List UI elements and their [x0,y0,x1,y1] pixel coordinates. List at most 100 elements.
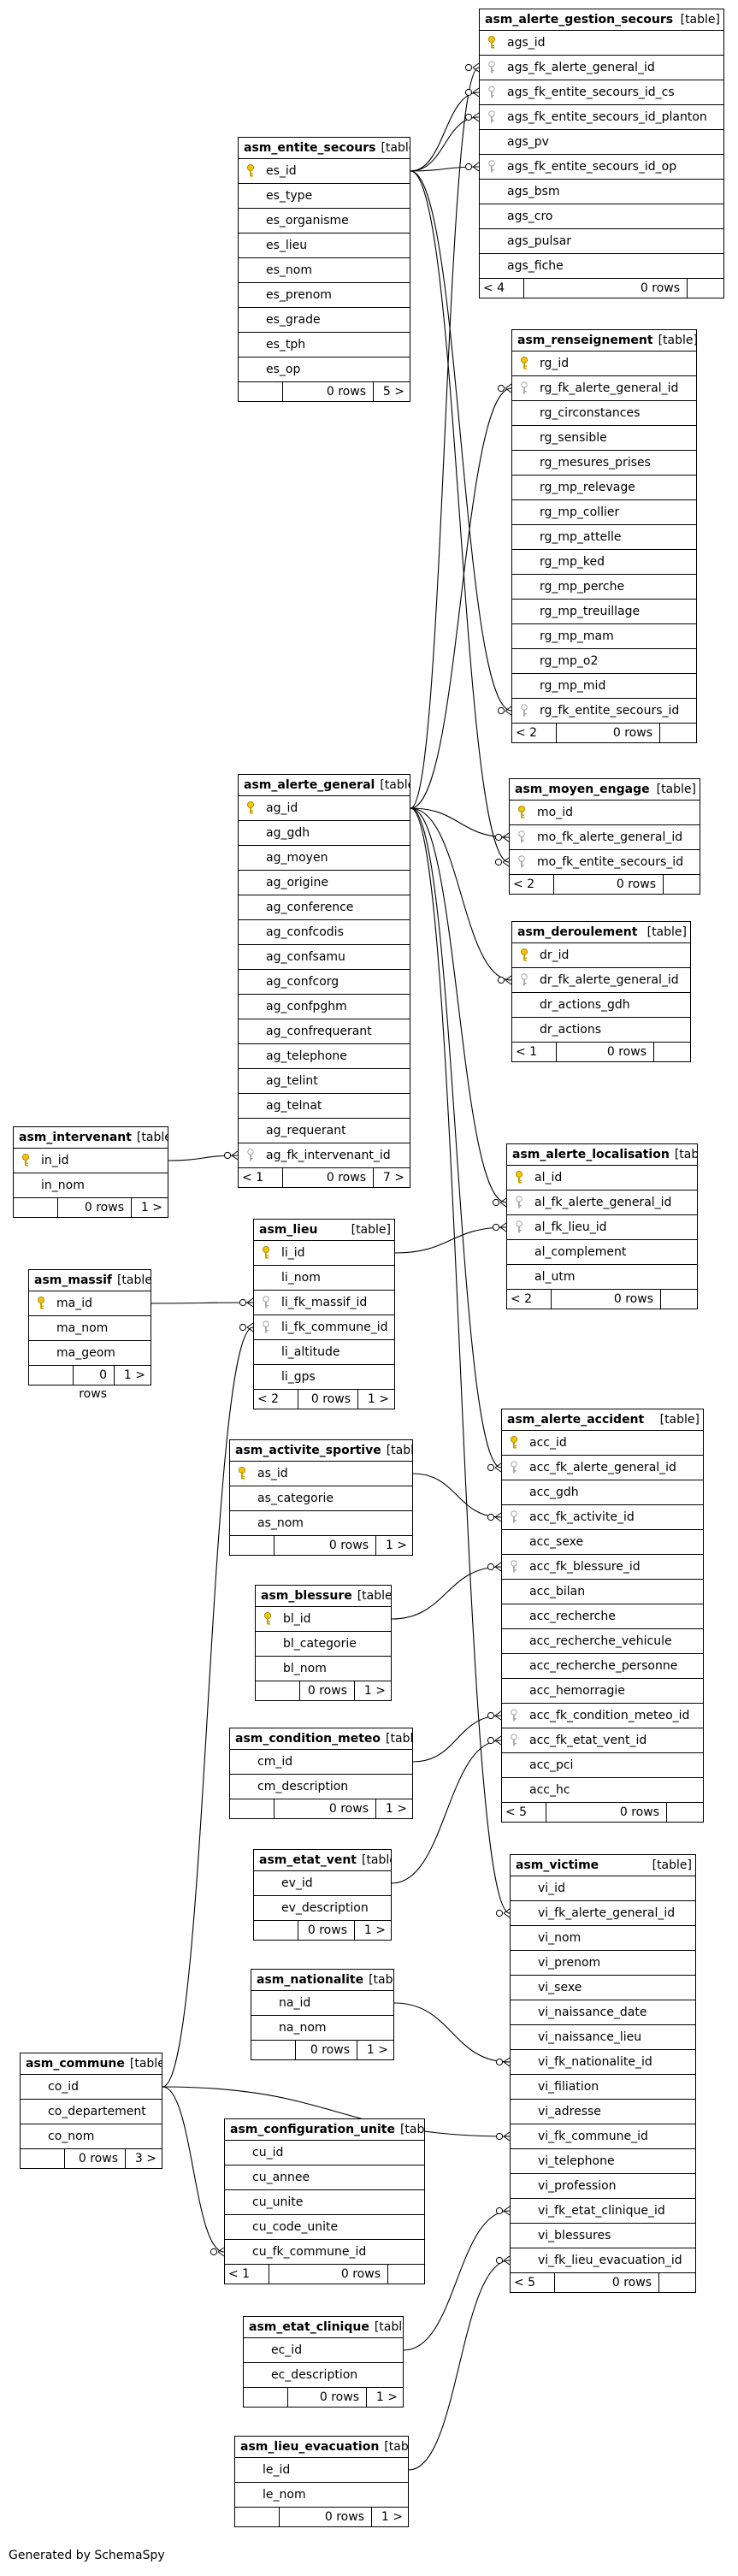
column-row: li_altitude [254,1340,394,1365]
parents-count: < 2 [512,724,557,742]
column-name: rg_mp_collier [540,505,620,519]
column-row: as_categorie [230,1486,412,1511]
foreign-key-icon [519,704,529,718]
table-header: asm_entite_secours[table] [239,138,410,159]
column-row: rg_mp_ked [512,550,696,575]
column-name: ags_fiche [507,259,564,273]
column-name: rg_mp_o2 [540,654,599,668]
table-header: asm_configuration_unite[table] [225,2119,424,2141]
children-count [688,279,723,298]
column-row: vi_sexe [511,1976,695,2000]
column-row: ags_pulsar [480,229,723,254]
column-row: vi_naissance_date [511,2000,695,2025]
column-row: acc_recherche [502,1604,703,1629]
column-row: rg_circonstances [512,401,696,426]
column-name: li_fk_massif_id [281,1296,368,1309]
many-marker [494,1710,502,1721]
column-name: mo_fk_alerte_general_id [537,830,683,844]
foreign-key-icon [261,1320,271,1334]
column-name: ag_confrequerant [266,1025,372,1038]
column-row: bl_categorie [256,1632,391,1657]
column-name: ags_cro [507,210,553,223]
row-count: 0 rows [296,2041,357,2059]
foreign-key-icon [517,830,527,844]
column-row: al_fk_alerte_general_id [507,1191,697,1215]
parents-count: < 1 [225,2265,269,2284]
column-row: ma_id [29,1291,151,1316]
column-row: ags_fk_entite_secours_id_planton [480,105,723,130]
column-name: li_fk_commune_id [281,1320,388,1334]
column-row: ev_id [254,1871,391,1896]
column-name: cu_unite [252,2195,304,2209]
primary-key-icon [509,1436,519,1450]
table-name: asm_commune [26,2057,125,2071]
column-name: es_grade [266,313,321,327]
relationship-line [403,2210,511,2351]
parents-count [230,1536,275,1555]
column-row: acc_recherche_personne [502,1654,703,1679]
column-row: ag_telephone [239,1044,410,1069]
column-row: cu_fk_commune_id [225,2240,424,2265]
column-row: ags_fk_entite_secours_id_op [480,155,723,180]
column-name: ma_id [56,1297,92,1310]
table-type-label: [table] [374,2320,403,2334]
column-name: acc_fk_blessure_id [529,1560,641,1574]
column-row: vi_telephone [511,2149,695,2174]
relationship-line [410,67,480,809]
column-row: ag_telnat [239,1094,410,1119]
table-name: asm_nationalite [257,1973,364,1987]
optional-marker [239,1298,247,1307]
column-row: cu_code_unite [225,2215,424,2240]
column-name: vi_naissance_date [538,2006,647,2019]
foreign-key-icon [245,1149,256,1162]
optional-marker [223,1151,232,1160]
column-name: ag_fk_intervenant_id [266,1149,391,1162]
column-name: vi_nom [538,1931,582,1945]
table-header: asm_activite_sportive[table] [230,1440,412,1462]
column-name: al_id [534,1171,563,1185]
primary-key-icon [245,801,256,815]
column-row: rg_mp_collier [512,500,696,525]
table-header: asm_nationalite[table] [251,1970,393,1991]
column-name: ag_moyen [266,851,328,865]
children-count: 1 > [363,1923,386,1937]
column-row: ag_confsamu [239,945,410,970]
many-marker [503,2255,511,2266]
table-type-label: [table] [386,1732,412,1746]
many-marker [503,2206,511,2216]
column-row: rg_mp_perche [512,575,696,600]
column-name: acc_recherche_vehicule [529,1634,672,1648]
column-name: rg_id [540,357,570,370]
column-row: ag_gdh [239,821,410,846]
many-marker [499,1222,507,1232]
relationship-line [162,2086,225,2253]
table-type-label: [table] [658,334,696,347]
many-marker [246,1322,254,1332]
column-row: es_prenom [239,283,410,308]
primary-key-icon [245,164,256,178]
column-name: cu_id [252,2146,284,2159]
column-row: as_nom [230,1511,412,1536]
column-name: li_gps [281,1370,316,1384]
column-name: vi_fk_etat_clinique_id [538,2204,665,2218]
column-row: dr_id [512,943,690,968]
column-row: vi_filiation [511,2075,695,2100]
table-name: asm_lieu [259,1223,318,1237]
column-row: acc_fk_activite_id [502,1505,703,1530]
column-name: rg_mp_relevage [540,481,635,494]
children-count: 1 > [385,1539,407,1552]
table-header: asm_blessure[table] [256,1586,391,1607]
table-type-label: [table] [399,2123,424,2136]
table-header: asm_etat_clinique[table] [244,2317,403,2338]
optional-marker [495,1909,504,1917]
optional-marker [210,2248,218,2256]
